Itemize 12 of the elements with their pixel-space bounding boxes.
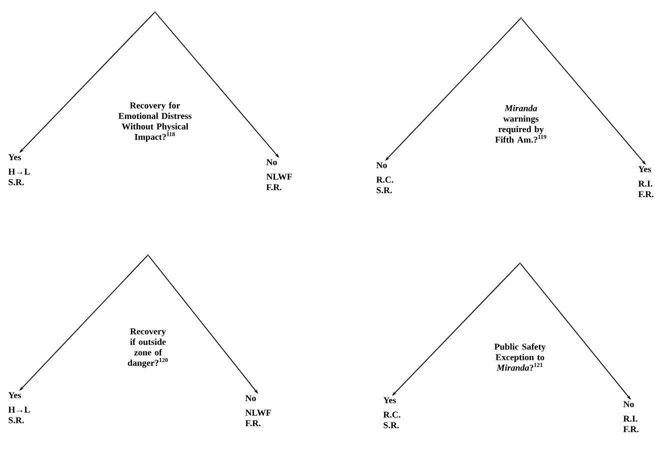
- answer-text: Yes R.I. F.R.: [638, 166, 654, 198]
- question-text: Miranda warnings required by Fifth Am.?$^{119}$: [495, 104, 546, 143]
- answer-text: Yes H→L S.R.: [8, 392, 30, 424]
- answer-text: Yes R.C. S.R.: [383, 397, 400, 428]
- question-text: Recovery for Emotional Distress Without Physical Impact?$^{118}$: [118, 102, 192, 142]
- question-text: Recovery if outside zone of danger?$^{120}$: [128, 328, 168, 368]
- answer-text: No R.C. S.R.: [376, 162, 394, 194]
- answer-text: No R.I. F.R.: [623, 401, 638, 432]
- answer-text: No NLWF F.R.: [266, 159, 292, 190]
- question-text: Public Safety Exception to Miranda?$^{121}$: [494, 343, 546, 371]
- answer-text: Yes H→L S.R.: [8, 154, 30, 186]
- answer-text: No NLWF F.R.: [245, 395, 271, 426]
